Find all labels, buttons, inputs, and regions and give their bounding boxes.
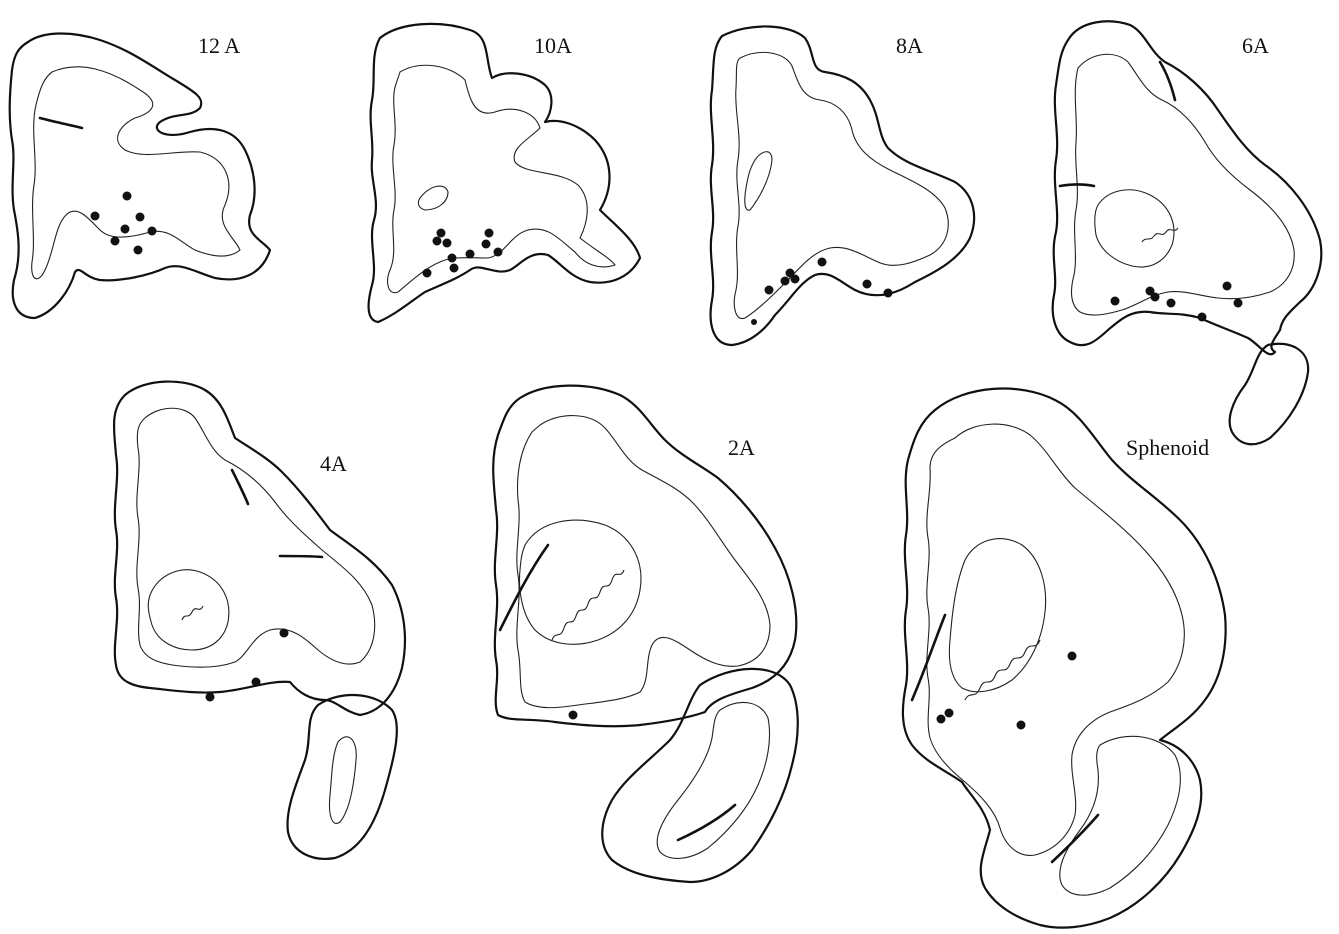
section-2a-label: 2A xyxy=(728,435,755,460)
section-12a-sulcus xyxy=(40,118,82,128)
section-4a-temporal-inner xyxy=(329,737,356,824)
section-8a-marker xyxy=(863,280,872,289)
section-6a-sulcus xyxy=(1160,62,1175,100)
section-4a-temporal-lobe xyxy=(287,695,396,859)
section-12a-marker xyxy=(111,237,120,246)
section-4a-marker xyxy=(252,678,261,687)
section-10a-label: 10A xyxy=(534,33,572,58)
section-4a-marker xyxy=(206,693,215,702)
section-sphenoid-outline xyxy=(903,389,1226,928)
section-8a: 8A xyxy=(711,26,975,345)
section-8a-marker xyxy=(791,275,800,284)
section-12a-marker xyxy=(123,192,132,201)
section-sphenoid-marker xyxy=(937,715,946,724)
section-4a-sulcus xyxy=(280,556,322,557)
section-10a-marker xyxy=(437,229,446,238)
section-4a-marker xyxy=(280,629,289,638)
section-8a-inner-contour xyxy=(734,52,948,318)
section-4a: 4A xyxy=(114,382,405,859)
section-4a-label: 4A xyxy=(320,451,347,476)
section-12a-marker xyxy=(91,212,100,221)
section-8a-marker xyxy=(781,277,790,286)
section-10a-marker xyxy=(423,269,432,278)
section-2a: 2A xyxy=(493,386,798,882)
section-10a-marker xyxy=(448,254,457,263)
section-2a-sulcus xyxy=(678,805,735,840)
section-sphenoid-marker xyxy=(1068,652,1077,661)
section-4a-wavy-structure xyxy=(182,606,203,620)
section-12a-marker xyxy=(134,246,143,255)
section-6a-marker xyxy=(1151,293,1160,302)
section-4a-outline xyxy=(114,382,405,715)
section-6a: 6A xyxy=(1053,21,1322,444)
section-6a-marker xyxy=(1234,299,1243,308)
section-6a-marker xyxy=(1111,297,1120,306)
section-8a-label: 8A xyxy=(896,33,923,58)
section-sphenoid-temporal-inner xyxy=(1060,736,1181,895)
section-sphenoid-marker xyxy=(1017,721,1026,730)
section-2a-wavy-structure xyxy=(552,570,624,640)
section-4a-deep-nucleus xyxy=(148,570,229,650)
section-sphenoid-marker xyxy=(945,709,954,718)
section-6a-marker xyxy=(1223,282,1232,291)
section-6a-marker xyxy=(1198,313,1207,322)
section-2a-deep-nucleus xyxy=(520,520,641,644)
section-12a: 12 A xyxy=(10,33,270,318)
section-12a-marker xyxy=(121,225,130,234)
section-6a-label: 6A xyxy=(1242,33,1269,58)
section-10a-marker xyxy=(494,248,503,257)
section-sphenoid-label: Sphenoid xyxy=(1126,435,1209,460)
section-8a-marker xyxy=(884,289,893,298)
section-10a-cavity xyxy=(418,186,448,210)
section-6a-deep-nucleus xyxy=(1095,190,1174,267)
section-8a-marker xyxy=(751,319,757,325)
section-8a-outline xyxy=(711,26,975,345)
section-12a-outline xyxy=(10,34,270,319)
section-2a-marker xyxy=(569,711,578,720)
section-10a-marker xyxy=(433,237,442,246)
section-4a-sulcus xyxy=(232,470,248,504)
section-6a-marker xyxy=(1167,299,1176,308)
section-6a-lower-lobe xyxy=(1230,344,1308,445)
section-10a-outline xyxy=(369,24,640,322)
section-6a-outline xyxy=(1053,21,1322,354)
section-10a-marker xyxy=(482,240,491,249)
section-2a-sulcus xyxy=(500,545,548,630)
section-10a: 10A xyxy=(369,24,640,322)
section-12a-label: 12 A xyxy=(198,33,240,58)
section-6a-inner-contour xyxy=(1072,54,1295,315)
section-sphenoid-inner-contour xyxy=(927,424,1184,855)
section-10a-marker xyxy=(485,229,494,238)
section-2a-temporal-inner xyxy=(657,702,769,858)
section-sphenoid: Sphenoid xyxy=(903,389,1226,928)
section-10a-marker xyxy=(450,264,459,273)
section-sphenoid-wavy-structure xyxy=(965,640,1040,700)
section-sphenoid-deep-nucleus xyxy=(949,539,1045,692)
section-10a-marker xyxy=(443,239,452,248)
section-10a-marker xyxy=(466,250,475,259)
section-10a-inner-contour xyxy=(388,65,615,292)
section-12a-marker xyxy=(136,213,145,222)
section-8a-marker xyxy=(765,286,774,295)
section-sphenoid-sulcus xyxy=(1052,815,1098,862)
section-6a-wavy-structure xyxy=(1142,228,1178,242)
section-8a-cavity xyxy=(745,152,772,210)
section-12a-marker xyxy=(148,227,157,236)
section-8a-marker xyxy=(818,258,827,267)
section-2a-temporal-lobe xyxy=(602,669,798,882)
